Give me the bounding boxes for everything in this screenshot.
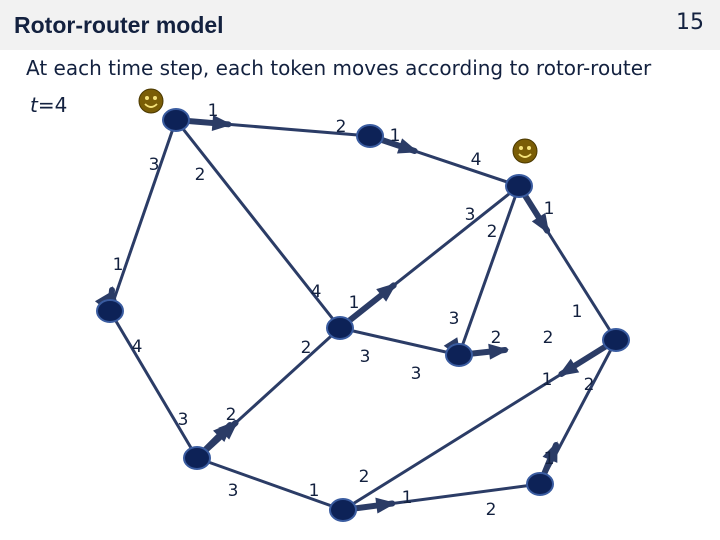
rotor-arrow-e-head — [376, 282, 397, 302]
rotor-arrow-b-head — [396, 138, 419, 154]
port-label: 4 — [471, 150, 482, 170]
tokens — [138, 88, 538, 164]
graph-node — [602, 328, 630, 352]
graph-node — [329, 498, 357, 522]
port-label: 1 — [544, 199, 555, 219]
edge-A-D — [108, 119, 178, 312]
graph-nodes — [96, 108, 630, 522]
port-label: 3 — [360, 347, 371, 367]
port-label: 2 — [336, 117, 347, 137]
graph-node — [505, 174, 533, 198]
port-label: 1 — [349, 293, 360, 313]
title-bar — [0, 0, 720, 50]
port-label: 1 — [113, 255, 124, 275]
port-label: 3 — [449, 309, 460, 329]
graph-node — [183, 446, 211, 470]
time-value: =4 — [37, 93, 68, 117]
port-label: 3 — [149, 155, 160, 175]
edge-G-H — [196, 456, 344, 512]
graph-node — [96, 299, 124, 323]
token-smiley-icon — [138, 88, 164, 114]
port-label: 1 — [309, 481, 320, 501]
port-label: 2 — [584, 375, 595, 395]
port-label: 3 — [178, 410, 189, 430]
graph-node — [526, 472, 554, 496]
rotor-arrow-f-head — [488, 343, 509, 360]
rotor-arrow-h-head — [375, 497, 397, 514]
port-label: 2 — [487, 222, 498, 242]
port-label: 2 — [543, 328, 554, 348]
port-label: 1 — [542, 370, 553, 390]
port-label: 4 — [132, 337, 143, 357]
slide-title: Rotor-router model — [14, 12, 224, 38]
time-step-label: t=4 — [30, 93, 67, 117]
token-smiley-icon — [512, 138, 538, 164]
edge-C-F — [457, 185, 521, 356]
slide-subtitle: At each time step, each token moves acco… — [26, 56, 652, 80]
graph-node — [356, 124, 384, 148]
graph-node — [445, 343, 473, 367]
port-label: 1 — [402, 488, 413, 508]
port-label: 2 — [301, 338, 312, 358]
port-label: 4 — [311, 282, 322, 302]
graph-node — [326, 316, 354, 340]
rotor-arrow-j-head — [558, 358, 580, 377]
rotor-arrow-i-head — [542, 441, 558, 463]
rotor-arrow-k-head — [213, 422, 233, 442]
rotor-arrows — [94, 115, 619, 514]
edge-E-F — [339, 326, 460, 357]
port-label: 1 — [208, 101, 219, 121]
port-label: 1 — [390, 126, 401, 146]
edge-A-E — [174, 119, 342, 329]
port-label: 2 — [486, 500, 497, 520]
port-label: 3 — [465, 205, 476, 225]
edge-D-G — [108, 310, 199, 459]
graph-node — [162, 108, 190, 132]
rotor-arrow-a-head — [211, 115, 233, 131]
port-label: 3 — [228, 481, 239, 501]
port-label: 2 — [359, 467, 370, 487]
time-variable: t — [30, 93, 38, 117]
rotor-arrow-c-head — [531, 212, 550, 235]
port-label: 1 — [544, 449, 555, 469]
port-label: 2 — [195, 165, 206, 185]
page-number: 15 — [676, 10, 704, 35]
port-label: 2 — [226, 405, 237, 425]
port-label: 1 — [572, 302, 583, 322]
port-label: 3 — [411, 364, 422, 384]
port-label: 2 — [491, 328, 502, 348]
